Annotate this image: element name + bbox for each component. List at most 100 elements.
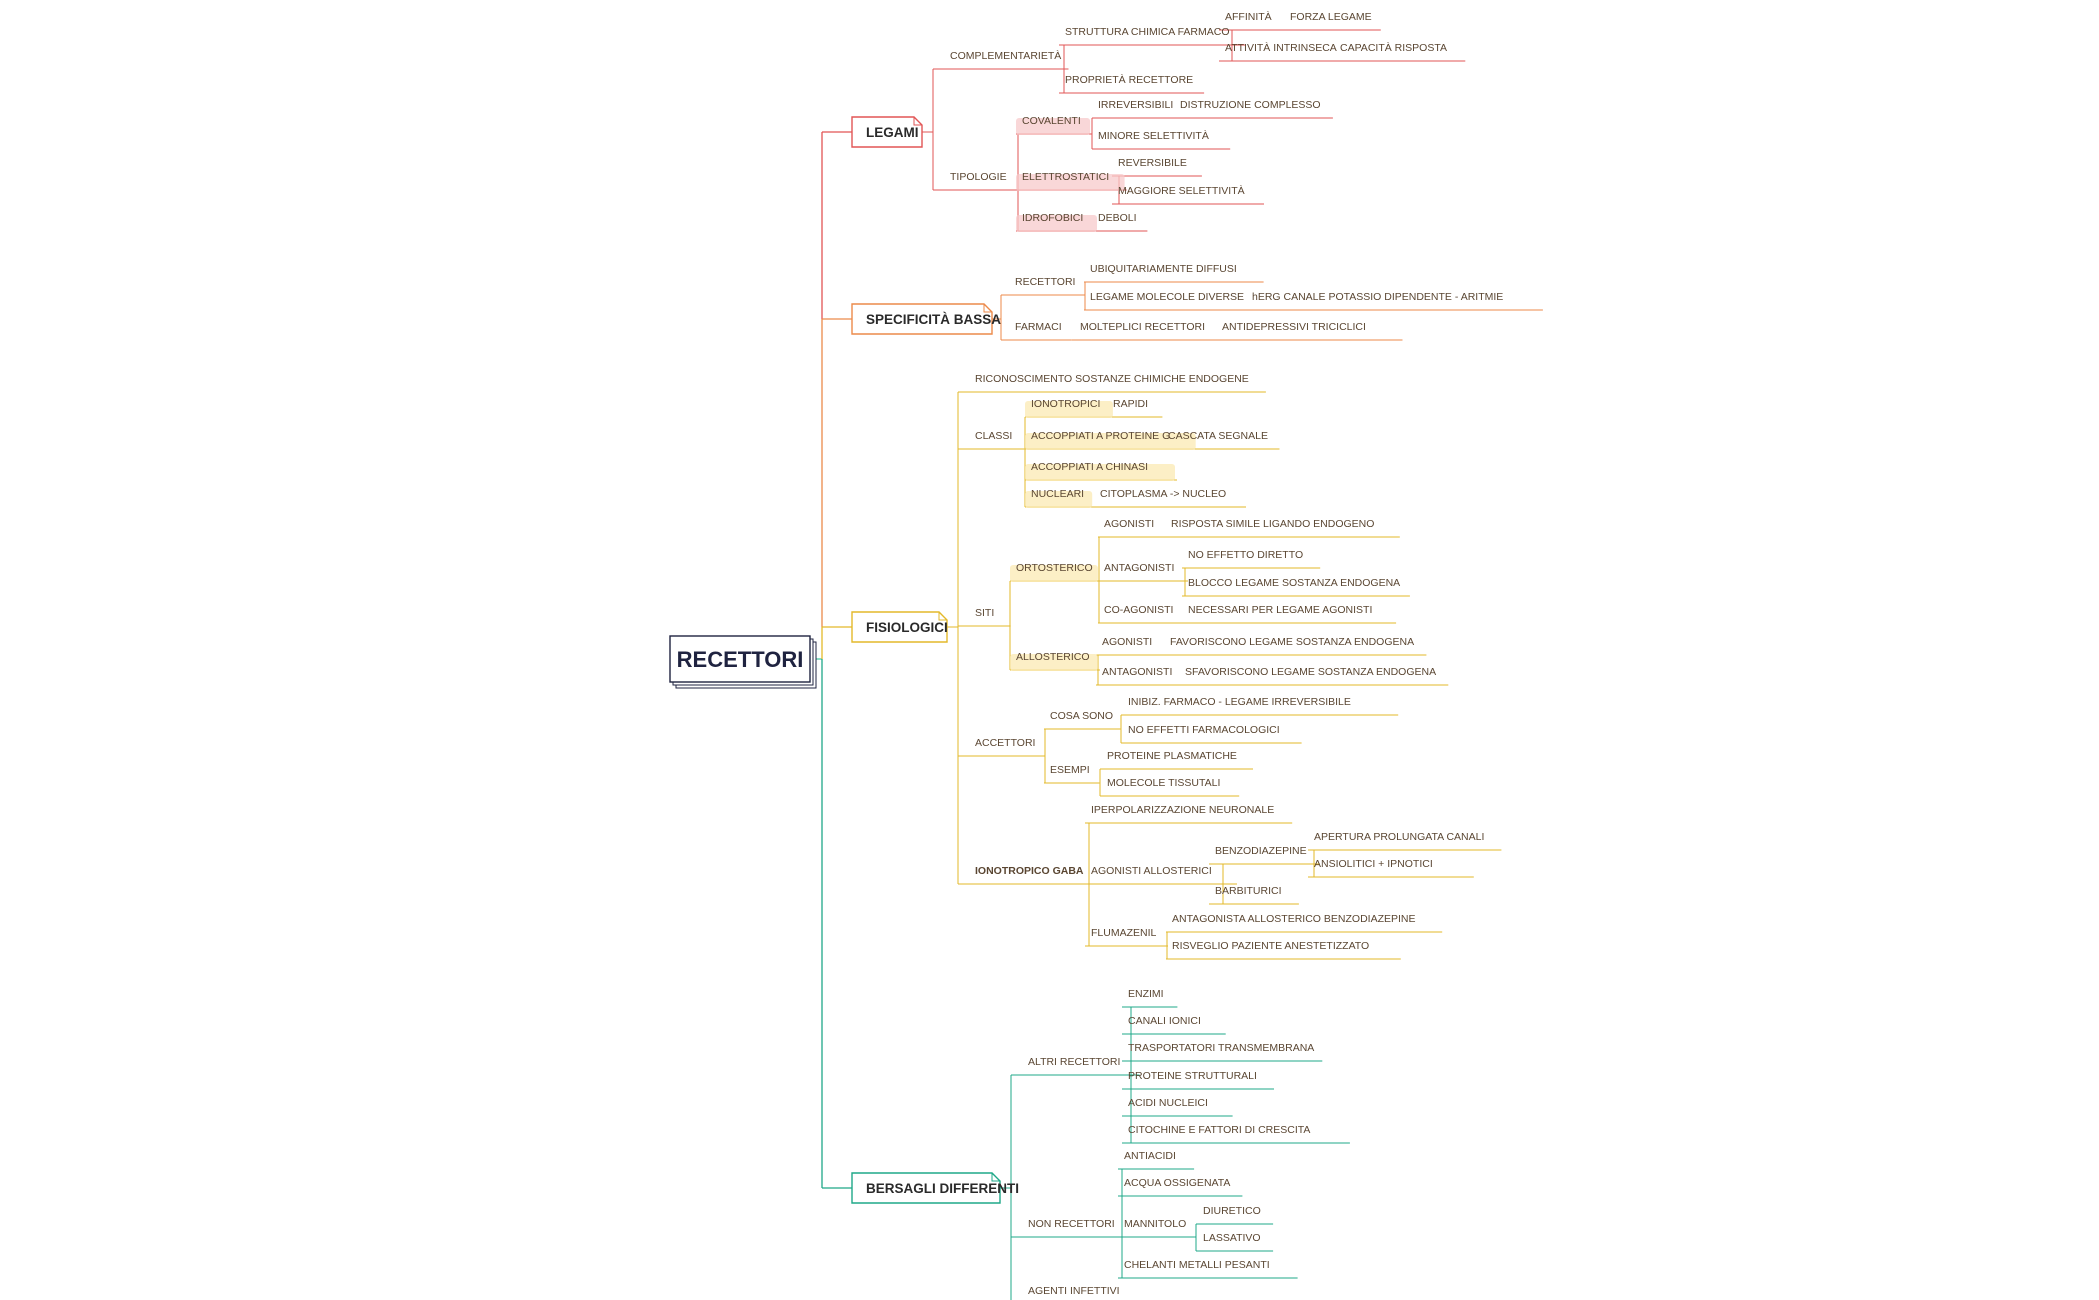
category-label-bersagli: BERSAGLI DIFFERENTI — [866, 1181, 1019, 1196]
category-fold — [991, 1173, 1000, 1182]
node-molteplici: MOLTEPLICI RECETTORI — [1080, 321, 1205, 333]
node-barbiturici: BARBITURICI — [1215, 885, 1282, 897]
node-enzimi: ENZIMI — [1128, 988, 1164, 1000]
node-distruzione: DISTRUZIONE COMPLESSO — [1180, 99, 1321, 111]
node-ubiquitari: UBIQUITARIAMENTE DIFFUSI — [1090, 263, 1237, 275]
node-elettrostatici: ELETTROSTATICI — [1022, 171, 1109, 183]
node-antagonisti-o: ANTAGONISTI — [1104, 562, 1174, 574]
node-proprieta: PROPRIETÀ RECETTORE — [1065, 73, 1193, 86]
node-risveglio: RISVEGLIO PAZIENTE ANESTETIZZATO — [1172, 940, 1369, 952]
category-box-legami — [851, 116, 923, 148]
node-rapidi: RAPIDI — [1113, 398, 1148, 410]
node-classi: CLASSI — [975, 430, 1012, 442]
highlight-bg — [1025, 491, 1093, 508]
node-risposta-simile: RISPOSTA SIMILE LIGANDO ENDOGENO — [1171, 518, 1374, 530]
node-altri: ALTRI RECETTORI — [1028, 1056, 1120, 1068]
highlight-bg — [1010, 654, 1098, 671]
node-capacita: CAPACITÀ RISPOSTA — [1340, 41, 1447, 54]
node-ionotropici: IONOTROPICI — [1031, 398, 1100, 410]
node-reversibile: REVERSIBILE — [1118, 157, 1187, 169]
highlight-bg — [1016, 215, 1097, 232]
node-antagonista-allo: ANTAGONISTA ALLOSTERICO BENZODIAZEPINE — [1172, 913, 1416, 925]
node-recettori-sb: RECETTORI — [1015, 276, 1075, 288]
node-riconoscimento: RICONOSCIMENTO SOSTANZE CHIMICHE ENDOGEN… — [975, 373, 1249, 385]
node-agonisti-allo: AGONISTI ALLOSTERICI — [1091, 865, 1212, 877]
node-deboli: DEBOLI — [1098, 212, 1137, 224]
node-attivita: ATTIVITÀ INTRINSECA — [1225, 41, 1337, 54]
node-sfavoriscono: SFAVORISCONO LEGAME SOSTANZA ENDOGENA — [1185, 666, 1436, 678]
node-acqua: ACQUA OSSIGENATA — [1124, 1177, 1230, 1189]
node-iperpolarizzazione: IPERPOLARIZZAZIONE NEURONALE — [1091, 804, 1274, 816]
node-infettivi: AGENTI INFETTIVI — [1028, 1285, 1120, 1297]
node-accettori: ACCETTORI — [975, 737, 1035, 749]
category-label-legami: LEGAMI — [866, 125, 919, 140]
node-acidi: ACIDI NUCLEICI — [1128, 1097, 1208, 1109]
category-label-fisiologici: FISIOLOGICI — [866, 620, 948, 635]
node-proteine-strut: PROTEINE STRUTTURALI — [1128, 1070, 1257, 1082]
highlight-bg — [1025, 433, 1196, 450]
category-box-specificita — [851, 303, 993, 335]
category-fold — [913, 117, 922, 126]
node-proteine-plasm: PROTEINE PLASMATICHE — [1107, 750, 1237, 762]
node-irreversibili: IRREVERSIBILI — [1098, 99, 1173, 111]
node-chelanti: CHELANTI METALLI PESANTI — [1124, 1259, 1270, 1271]
node-covalenti: COVALENTI — [1022, 115, 1081, 127]
node-legame-mol: LEGAME MOLECOLE DIVERSE — [1090, 291, 1244, 303]
node-struttura: STRUTTURA CHIMICA FARMACO — [1065, 26, 1230, 38]
node-no-effetto: NO EFFETTO DIRETTO — [1188, 549, 1303, 561]
node-flumazenil: FLUMAZENIL — [1091, 927, 1157, 939]
node-chinasi: ACCOPPIATI A CHINASI — [1031, 461, 1148, 473]
node-mannitolo: MANNITOLO — [1124, 1218, 1186, 1230]
node-blocco: BLOCCO LEGAME SOSTANZA ENDOGENA — [1188, 577, 1400, 589]
node-ortosterico: ORTOSTERICO — [1016, 562, 1093, 574]
node-forza-legame: FORZA LEGAME — [1290, 11, 1372, 23]
node-apertura: APERTURA PROLUNGATA CANALI — [1314, 831, 1484, 843]
node-cosa-sono: COSA SONO — [1050, 710, 1113, 722]
node-decorations — [669, 116, 1196, 1204]
node-molecole-tess: MOLECOLE TISSUTALI — [1107, 777, 1220, 789]
category-label-specificita: SPECIFICITÀ BASSA — [866, 312, 1001, 327]
node-non-recettori: NON RECETTORI — [1028, 1218, 1115, 1230]
node-no-effetti: NO EFFETTI FARMACOLOGICI — [1128, 724, 1280, 736]
node-complementarieta: COMPLEMENTARIETÀ — [950, 49, 1061, 62]
node-farmaci: FARMACI — [1015, 321, 1062, 333]
root-box — [669, 635, 811, 683]
node-favoriscono: FAVORISCONO LEGAME SOSTANZA ENDOGENA — [1170, 636, 1414, 648]
root-label: RECETTORI — [677, 647, 804, 672]
node-siti: SITI — [975, 607, 994, 619]
highlight-bg — [1016, 174, 1125, 191]
node-tipologie: TIPOLOGIE — [950, 171, 1007, 183]
node-herg: hERG CANALE POTASSIO DIPENDENTE - ARITMI… — [1252, 291, 1503, 303]
node-affinita: AFFINITÀ — [1225, 10, 1272, 23]
category-fold — [938, 612, 947, 621]
node-ansiolitici: ANSIOLITICI + IPNOTICI — [1314, 858, 1433, 870]
node-trasportatori: TRASPORTATORI TRANSMEMBRANA — [1128, 1042, 1314, 1054]
node-nucleari: NUCLEARI — [1031, 488, 1084, 500]
node-minore-sel: MINORE SELETTIVITÀ — [1098, 129, 1209, 142]
node-antidepressivi: ANTIDEPRESSIVI TRICICLICI — [1222, 321, 1366, 333]
highlight-bg — [1025, 401, 1113, 418]
node-allosterico: ALLOSTERICO — [1016, 651, 1090, 663]
node-proteine-g: ACCOPPIATI A PROTEINE G — [1031, 430, 1170, 442]
node-idrofobici: IDROFOBICI — [1022, 212, 1083, 224]
node-antagonisti-a: ANTAGONISTI — [1102, 666, 1172, 678]
highlight-bg — [1010, 565, 1098, 582]
node-necessari: NECESSARI PER LEGAME AGONISTI — [1188, 604, 1372, 616]
node-lassativo: LASSATIVO — [1203, 1232, 1261, 1244]
node-co-agonisti: CO-AGONISTI — [1104, 604, 1173, 616]
node-citoplasma: CITOPLASMA -> NUCLEO — [1100, 488, 1226, 500]
highlight-bg — [1025, 464, 1175, 481]
node-agonisti-a: AGONISTI — [1102, 636, 1152, 648]
category-fold — [983, 304, 992, 313]
node-benzodiazepine: BENZODIAZEPINE — [1215, 845, 1307, 857]
category-box-fisiologici — [851, 611, 948, 643]
node-labels: COMPLEMENTARIETÀ STRUTTURA CHIMICA FARMAC… — [677, 10, 1504, 1297]
node-maggiore-sel: MAGGIORE SELETTIVITÀ — [1118, 184, 1245, 197]
node-inibiz: INIBIZ. FARMACO - LEGAME IRREVERSIBILE — [1128, 696, 1351, 708]
node-antiacidi: ANTIACIDI — [1124, 1150, 1176, 1162]
highlight-bg — [1016, 118, 1091, 135]
node-canali: CANALI IONICI — [1128, 1015, 1201, 1027]
node-gaba: IONOTROPICO GABA — [975, 865, 1084, 877]
connector-lines — [816, 29, 1543, 1300]
